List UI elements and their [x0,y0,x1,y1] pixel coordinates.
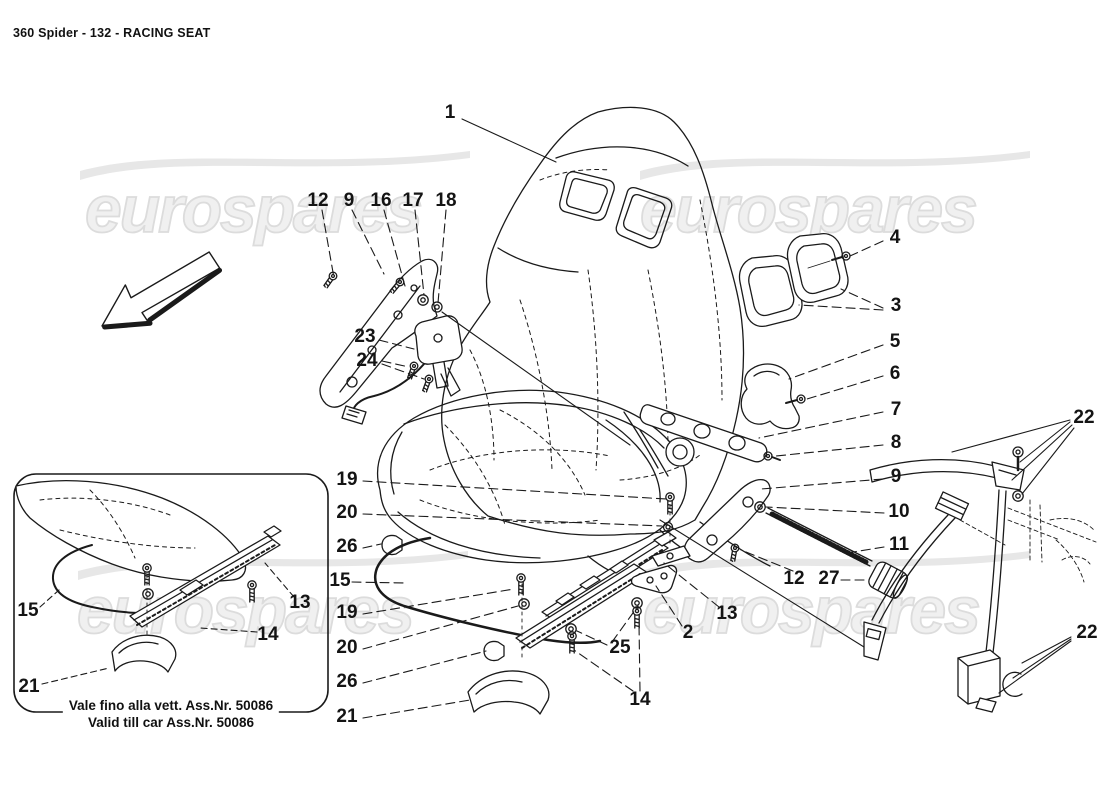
inset-caption-english: Valid till car Ass.Nr. 50086 [81,715,261,730]
seat-back [441,106,745,536]
seat-belt-assembly [863,446,1025,713]
side-bracket-right [683,478,771,563]
side-bracket-left [319,258,443,408]
adjuster-rod [765,507,873,567]
seat-rails [381,492,691,715]
inset-diagram [13,473,329,713]
chassis-sketch [959,499,1097,583]
belt-guide-cover [740,363,806,430]
direction-arrow [101,251,223,330]
seat-frame-wire [374,536,602,645]
belt-retractor [957,649,1023,713]
watermark-swoosh [78,151,1030,580]
foot-bracket [467,670,550,715]
watermark-eurospares: eurospares [84,172,424,246]
page-title: 360 Spider - 132 - RACING SEAT [13,26,211,40]
leader-lines [39,118,1075,719]
watermark-eurospares: eurospares [639,172,979,246]
mount-plate [623,404,781,477]
watermark-eurospares: eurospares [76,573,416,647]
seat-belt-buckle [341,315,463,425]
watermark-eurospares: eurospares [642,573,982,647]
inset-caption-italian: Vale fino alla vett. Ass.Nr. 50086 [62,698,280,713]
adjuster-knob [868,561,909,599]
belt-hole-bezels [738,232,851,328]
